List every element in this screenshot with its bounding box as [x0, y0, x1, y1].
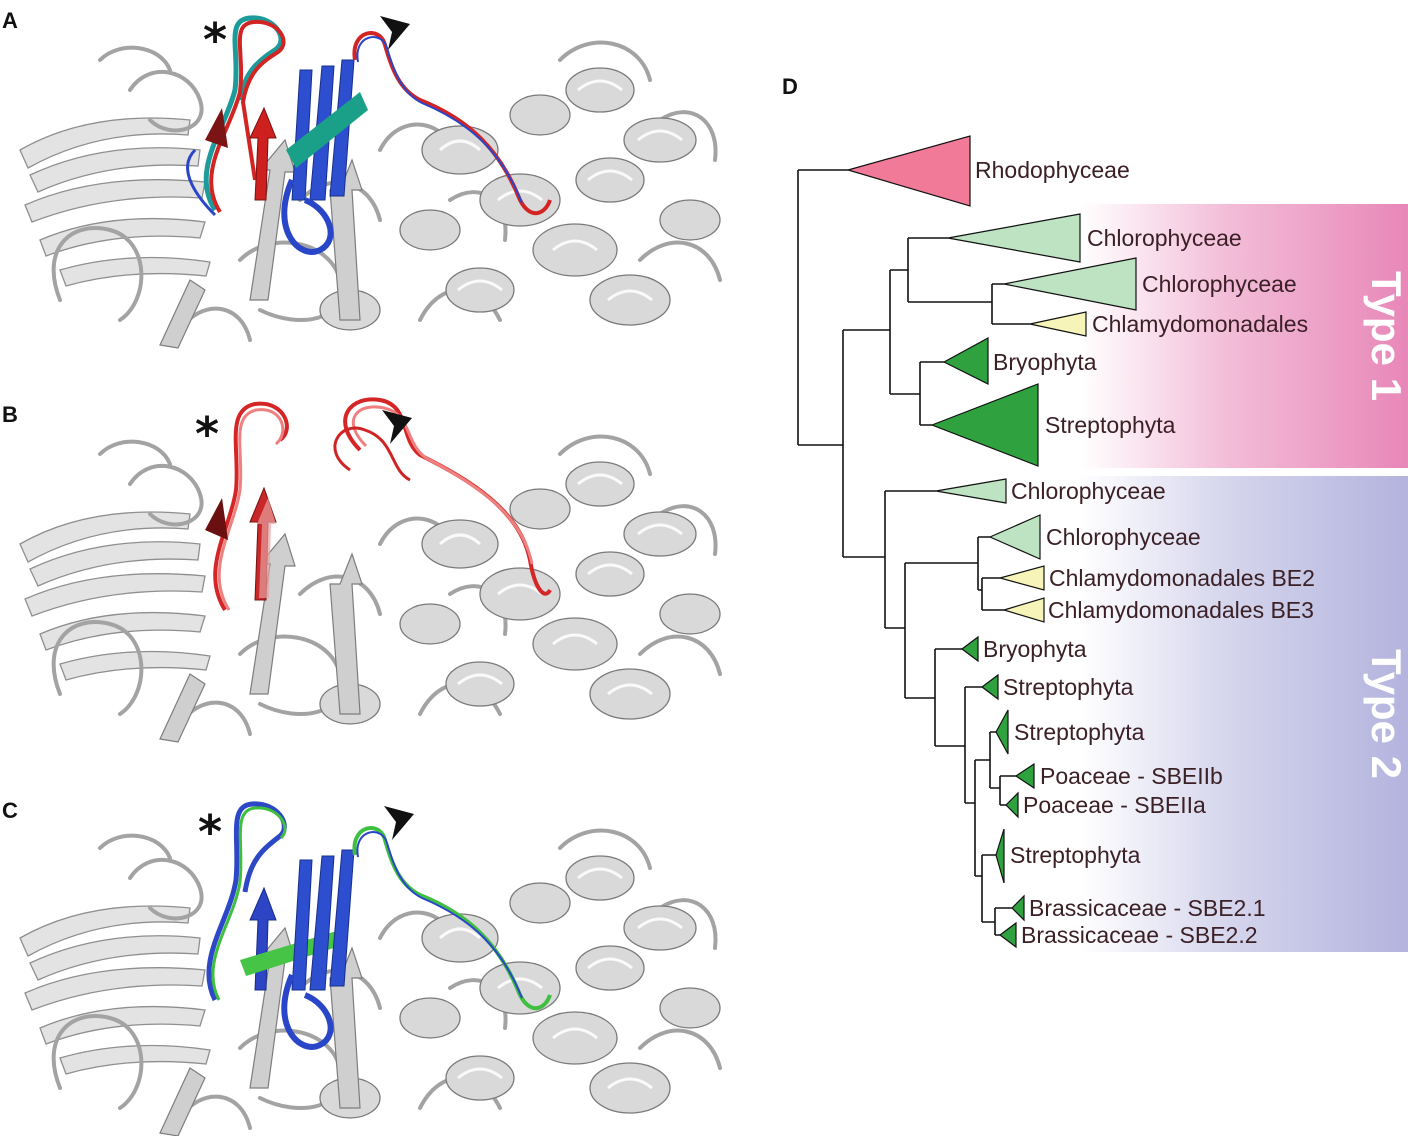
taxon-label: Chlamydomonadales BE2 — [1049, 565, 1315, 591]
taxon-label: Streptophyta — [1003, 674, 1134, 700]
panel-b-label: B — [2, 402, 18, 427]
clade-11 — [981, 673, 999, 701]
band-type1-label: Type 1 — [1363, 271, 1408, 401]
clade-3 — [1029, 311, 1087, 337]
taxon-label: Streptophyta — [1045, 412, 1176, 438]
taxon-label: Chlorophyceae — [1011, 478, 1166, 504]
band-type1 — [1080, 204, 1408, 468]
taxon-label: Poaceae - SBEIIa — [1023, 792, 1206, 818]
taxon-label: Chlorophyceae — [1087, 225, 1242, 251]
clade-triangles — [845, 135, 1137, 949]
clade-13 — [1014, 762, 1035, 790]
clade-16 — [1011, 894, 1025, 922]
clade-6 — [935, 478, 1007, 504]
panel-b: B * — [0, 392, 728, 744]
clade-15 — [995, 828, 1005, 884]
panel-d-label: D — [782, 74, 798, 99]
panel-a-label: A — [2, 8, 18, 33]
taxon-label: Chlorophyceae — [1046, 524, 1201, 550]
taxon-label: Brassicaceae - SBE2.1 — [1029, 895, 1266, 921]
clade-8 — [997, 565, 1045, 591]
panel-a-arrowhead-icon — [380, 16, 410, 50]
tree-branches — [797, 169, 1030, 936]
clade-4 — [942, 336, 989, 385]
clade-12 — [995, 709, 1009, 755]
clade-14 — [1005, 791, 1019, 819]
panel-d: D Type 1 Type 2 — [782, 74, 1408, 952]
panel-c-label: C — [2, 798, 18, 823]
clade-1 — [947, 213, 1081, 263]
clade-0 — [845, 135, 971, 207]
clade-9 — [1001, 597, 1045, 623]
taxon-label: Rhodophyceae — [975, 157, 1130, 183]
panel-c-arrowhead-icon — [384, 806, 414, 840]
clade-7 — [988, 514, 1041, 560]
panel-b-arrowhead-icon — [382, 410, 412, 444]
taxon-label: Poaceae - SBEIIb — [1040, 763, 1223, 789]
band-type2-label: Type 2 — [1363, 649, 1408, 779]
taxon-label: Streptophyta — [1010, 842, 1141, 868]
taxon-label: Bryophyta — [993, 349, 1097, 375]
taxon-label: Chlorophyceae — [1142, 271, 1297, 297]
panel-b-asterisk: * — [195, 407, 219, 461]
taxon-labels: Rhodophyceae Chlorophyceae Chlorophyceae… — [975, 157, 1315, 948]
clade-17 — [999, 921, 1017, 949]
panel-b-highlighted-loops — [205, 397, 552, 612]
taxon-label: Chlamydomonadales — [1092, 311, 1308, 337]
clade-5 — [930, 383, 1039, 467]
panel-a: A * — [0, 0, 728, 350]
taxon-label: Streptophyta — [1014, 719, 1145, 745]
taxon-label: Chlamydomonadales BE3 — [1048, 597, 1314, 623]
panel-a-asterisk: * — [203, 13, 227, 67]
panel-c-highlighted-loops — [206, 801, 552, 1050]
clade-10 — [961, 635, 979, 663]
panel-c-asterisk: * — [198, 805, 222, 859]
panel-a-highlighted-loops — [186, 15, 552, 255]
panel-c: C * — [0, 786, 728, 1136]
clade-2 — [1003, 257, 1137, 311]
taxon-label: Brassicaceae - SBE2.2 — [1021, 922, 1258, 948]
taxon-label: Bryophyta — [983, 636, 1087, 662]
band-type2 — [1080, 476, 1408, 952]
